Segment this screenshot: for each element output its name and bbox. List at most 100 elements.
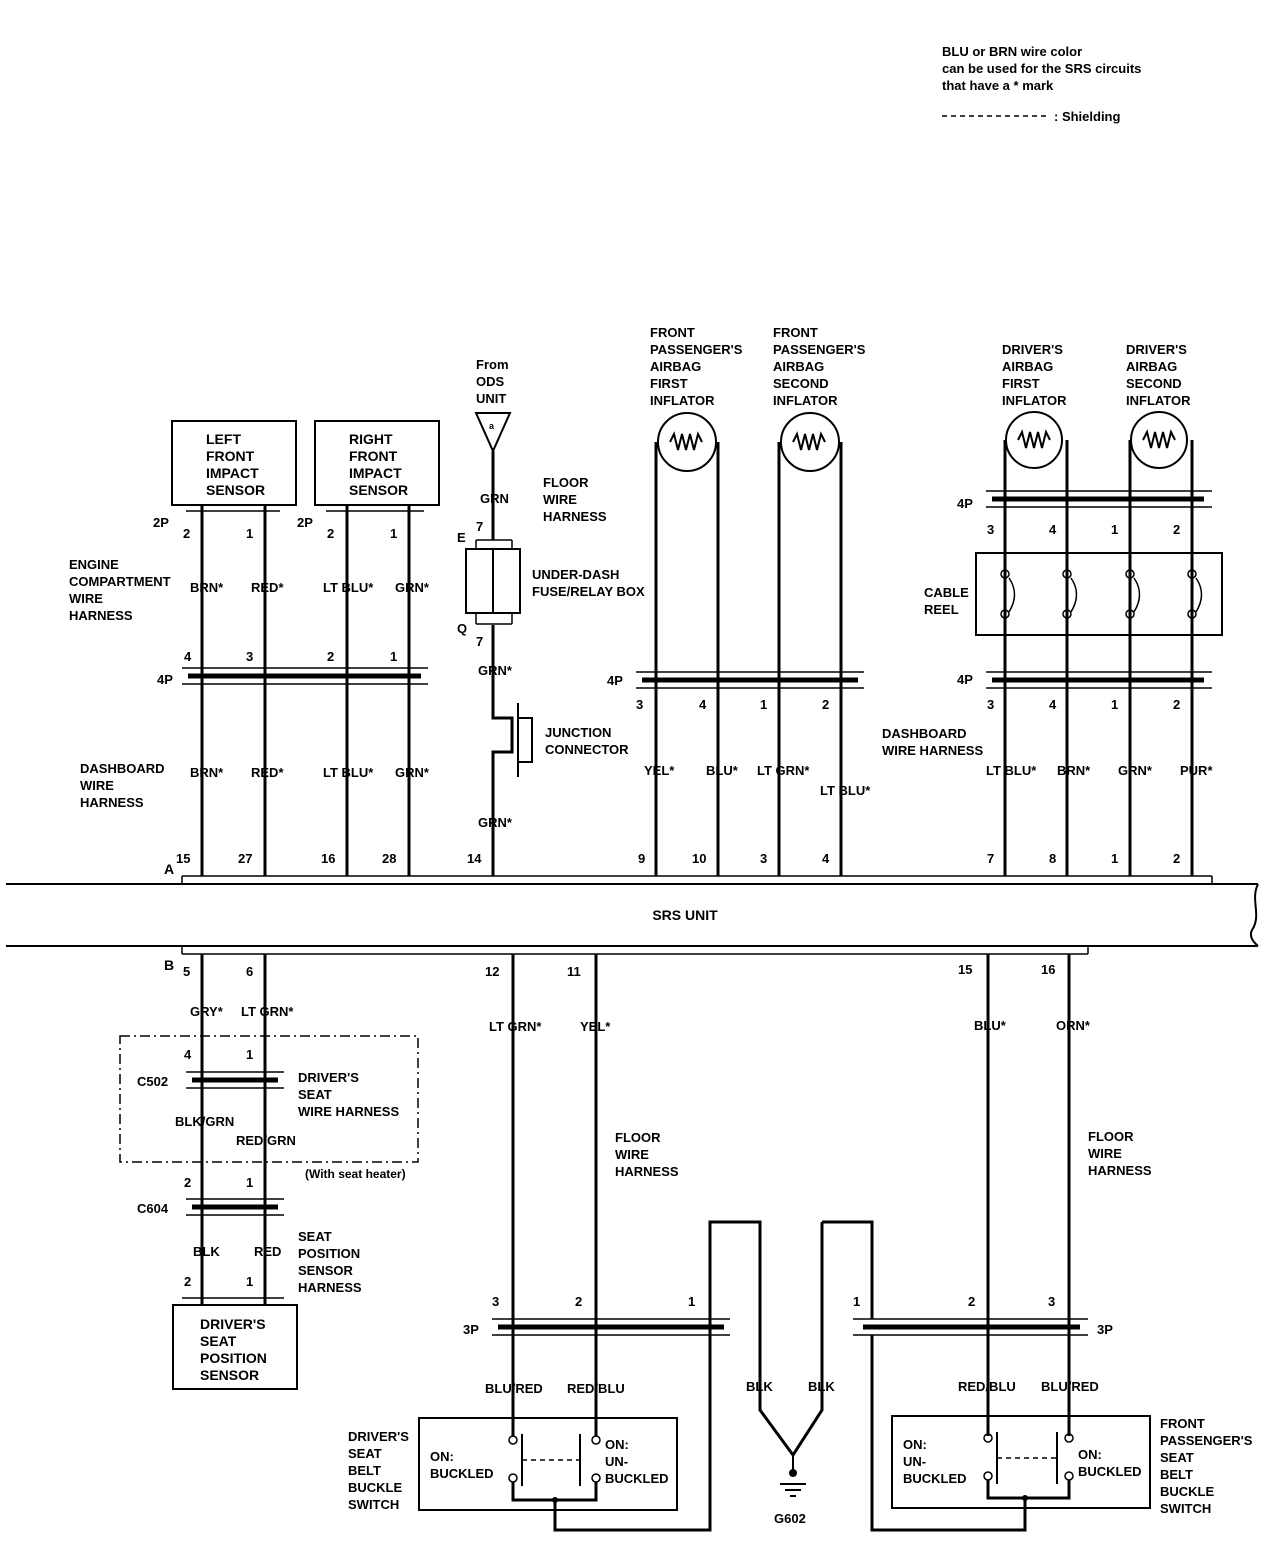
wire-color: BLK/GRN (175, 1114, 234, 1129)
wire-color: GRN* (395, 580, 430, 595)
pin: 27 (238, 851, 252, 866)
drv-second-3: SECOND (1126, 376, 1182, 391)
pin: 7 (987, 851, 994, 866)
wire-color: PUR* (1180, 763, 1213, 778)
legend-note-3: that have a * mark (942, 78, 1054, 93)
pin: 1 (390, 649, 397, 664)
drv-buckle-5: SWITCH (348, 1497, 399, 1512)
wire-color: GRN* (478, 663, 513, 678)
drv-second-4: INFLATOR (1126, 393, 1191, 408)
conn-3p-pass: 3P (1097, 1322, 1113, 1337)
pin: 12 (485, 964, 499, 979)
engine-harness-1: ENGINE (69, 557, 119, 572)
pin: 7 (476, 519, 483, 534)
drv-buckle-1: DRIVER'S (348, 1429, 409, 1444)
wire-color: BLU* (974, 1018, 1007, 1033)
right-sensor-line-3: IMPACT (349, 465, 402, 481)
ods-label-3: UNIT (476, 391, 506, 406)
legend-note-2: can be used for the SRS circuits (942, 61, 1141, 76)
pass-first-1: FRONT (650, 325, 695, 340)
ods-label-1: From (476, 357, 509, 372)
drv-first-4: INFLATOR (1002, 393, 1067, 408)
seat-harness-1: DRIVER'S (298, 1070, 359, 1085)
pin: 9 (638, 851, 645, 866)
engine-harness-2: COMPARTMENT (69, 574, 171, 589)
pin: 3 (1048, 1294, 1055, 1309)
conn-4p-reel-top: 4P (957, 496, 973, 511)
drv-second-1: DRIVER'S (1126, 342, 1187, 357)
pin: 8 (1049, 851, 1056, 866)
pass-on-buckled-1: ON: (1078, 1447, 1102, 1462)
pass-first-4: FIRST (650, 376, 688, 391)
conn-2p-right: 2P (297, 515, 313, 530)
pass-on-unbuckled-3: BUCKLED (903, 1471, 967, 1486)
pin: 2 (968, 1294, 975, 1309)
pin: 1 (1111, 697, 1118, 712)
drv-first-2: AIRBAG (1002, 359, 1053, 374)
wire-color: LT BLU* (820, 783, 871, 798)
pin: 1 (760, 697, 767, 712)
pin: 4 (699, 697, 707, 712)
pin: 1 (246, 1175, 253, 1190)
conn-4p-pass: 4P (607, 673, 623, 688)
seat-sensor-2: SEAT (200, 1333, 237, 1349)
pin: 15 (176, 851, 190, 866)
pin: 16 (1041, 962, 1055, 977)
pin: 2 (183, 526, 190, 541)
under-dash-label-1: UNDER-DASH (532, 567, 619, 582)
wire-color: GRN (480, 491, 509, 506)
junction-label-2: CONNECTOR (545, 742, 629, 757)
seat-pos-harness-2: POSITION (298, 1246, 360, 1261)
connector-b-label: B (164, 957, 174, 973)
pin: 2 (1173, 522, 1180, 537)
pin: 1 (853, 1294, 860, 1309)
wire-color: BRN* (190, 580, 224, 595)
pin: 1 (1111, 522, 1118, 537)
floor-harness-mid-3: HARNESS (615, 1164, 679, 1179)
pin: 4 (1049, 522, 1057, 537)
wire-color: LT BLU* (986, 763, 1037, 778)
dashboard-harness-1: DASHBOARD (80, 761, 165, 776)
pass-buckle-1: FRONT (1160, 1416, 1205, 1431)
wire-color: RED/BLU (958, 1379, 1016, 1394)
dashboard-harness-3: HARNESS (80, 795, 144, 810)
floor-harness-mid-1: FLOOR (615, 1130, 661, 1145)
pin: 3 (760, 851, 767, 866)
conn-3p-drv: 3P (463, 1322, 479, 1337)
pass-buckle-6: SWITCH (1160, 1501, 1211, 1516)
left-sensor-line-4: SENSOR (206, 482, 265, 498)
wire-color: GRN* (1118, 763, 1153, 778)
wire-color: RED/BLU (567, 1381, 625, 1396)
conn-4p-left: 4P (157, 672, 173, 687)
pin: 2 (1173, 697, 1180, 712)
left-sensor-line-1: LEFT (206, 431, 241, 447)
pin: 16 (321, 851, 335, 866)
conn-q: Q (457, 621, 467, 636)
srs-unit-label: SRS UNIT (652, 907, 718, 923)
pin: 6 (246, 964, 253, 979)
seat-harness-3: WIRE HARNESS (298, 1104, 399, 1119)
drv-second-inflator-icon (1130, 411, 1188, 469)
wire-color: RED* (251, 765, 284, 780)
drivers-seat-belt-buckle-switch (418, 1417, 678, 1511)
pass-first-2: PASSENGER'S (650, 342, 743, 357)
floor-harness-right-3: HARNESS (1088, 1163, 1152, 1178)
pass-second-1: FRONT (773, 325, 818, 340)
seat-heater-boundary (119, 1035, 419, 1163)
pin: 14 (467, 851, 482, 866)
pin: 4 (184, 649, 192, 664)
driver-airbag-circuit: DRIVER'S AIRBAG FIRST INFLATOR DRIVER'S … (882, 342, 1223, 876)
pin: 28 (382, 851, 396, 866)
under-dash-label-2: FUSE/RELAY BOX (532, 584, 645, 599)
right-sensor-line-1: RIGHT (349, 431, 393, 447)
left-sensor-line-3: IMPACT (206, 465, 259, 481)
srs-unit: SRS UNIT A B (6, 861, 1259, 973)
wire-color: LT GRN* (241, 1004, 294, 1019)
cable-reel-contact-icon (1000, 569, 1203, 619)
dashboard-harness-right-1: DASHBOARD (882, 726, 967, 741)
cable-reel-label-2: REEL (924, 602, 959, 617)
seat-sensor-1: DRIVER'S (200, 1316, 266, 1332)
pin: 2 (327, 526, 334, 541)
floor-harness-mid-2: WIRE (615, 1147, 649, 1162)
pin: 3 (492, 1294, 499, 1309)
